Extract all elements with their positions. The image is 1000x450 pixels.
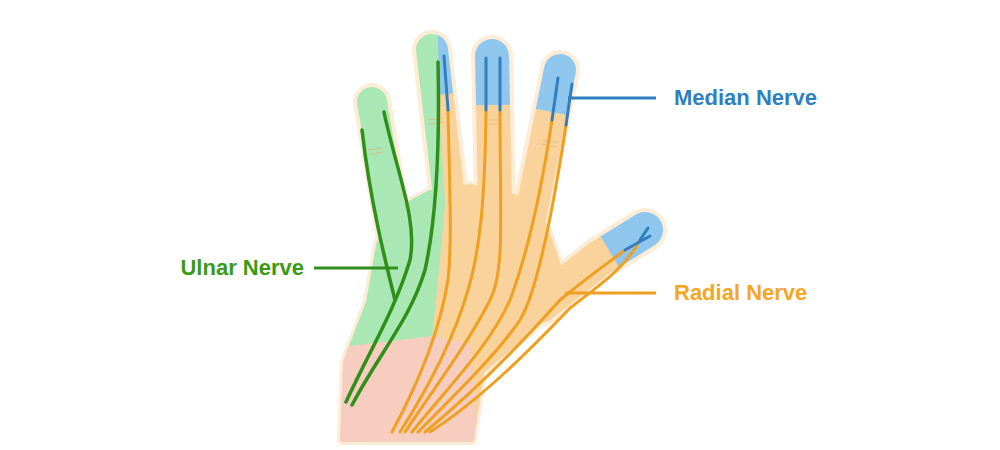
nerve-label: Radial Nerve xyxy=(672,280,809,306)
radial-nerve xyxy=(392,110,640,432)
median-nerve xyxy=(444,56,650,250)
leader-line xyxy=(314,267,398,270)
leader-line xyxy=(568,97,656,100)
nerve-label: Median Nerve xyxy=(672,85,819,111)
leader-line xyxy=(565,292,656,295)
finger-creases xyxy=(368,118,558,154)
nerve-label: Ulnar Nerve xyxy=(178,255,306,281)
ulnar-nerve xyxy=(346,62,438,405)
